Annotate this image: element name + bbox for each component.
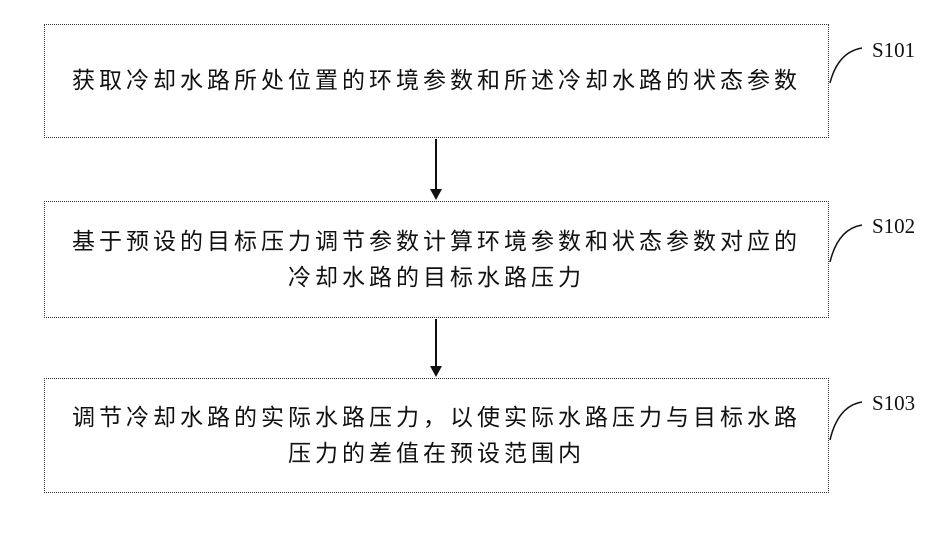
arrow-s101-to-s102 xyxy=(430,139,442,200)
step-label-s101: S101 xyxy=(872,38,916,62)
step-text-s101: 获取冷却水路所处位置的环境参数和所述冷却水路的状态参数 xyxy=(72,68,801,94)
step-text-s103: 调节冷却水路的实际水路压力，以使实际水路压力与目标水路压力的差值在预设范围内 xyxy=(72,404,801,467)
leader-curve-s102 xyxy=(829,224,863,263)
step-box-s102: 基于预设的目标压力调节参数计算环境参数和状态参数对应的冷却水路的目标水路压力 xyxy=(44,201,829,318)
step-box-s101: 获取冷却水路所处位置的环境参数和所述冷却水路的状态参数 xyxy=(44,24,829,138)
step-text-s102: 基于预设的目标压力调节参数计算环境参数和状态参数对应的冷却水路的目标水路压力 xyxy=(72,228,801,291)
step-box-s103: 调节冷却水路的实际水路压力，以使实际水路压力与目标水路压力的差值在预设范围内 xyxy=(44,378,829,493)
arrow-s102-to-s103 xyxy=(430,319,442,377)
leader-curve-s101 xyxy=(829,47,863,84)
step-label-s103: S103 xyxy=(872,391,916,415)
leader-curve-s103 xyxy=(829,401,863,441)
step-label-s102: S102 xyxy=(872,214,916,238)
